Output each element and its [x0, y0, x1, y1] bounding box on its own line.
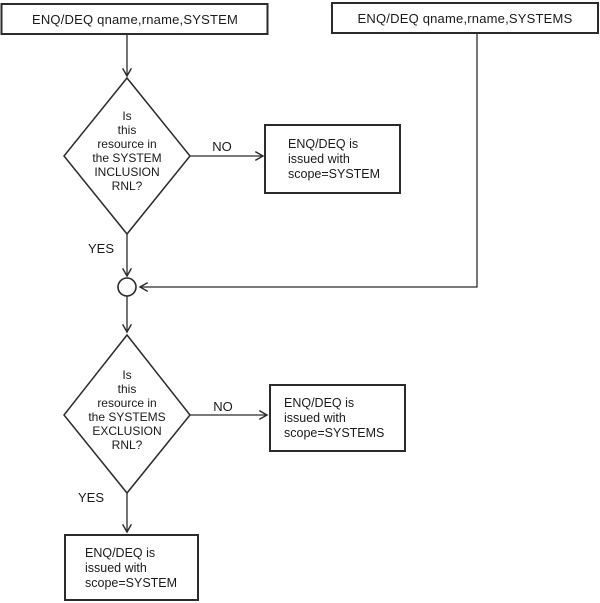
result-inclusion-no-box [264, 124, 401, 194]
decision-inclusion-diamond [63, 76, 191, 236]
inclusion-yes-label: YES [87, 241, 114, 256]
start-system-box [0, 3, 269, 35]
decision-inclusion-label: Is this resource in the SYSTEM INCLUSION… [92, 109, 162, 193]
result-exclusion-yes-box [64, 534, 199, 601]
result-exclusion-yes-label: ENQ/DEQ is issued with scope=SYSTEM [85, 546, 178, 590]
start-system-label: ENQ/DEQ qname,rname,SYSTEM [31, 11, 239, 27]
edge-start-systems-to-junction [138, 33, 478, 293]
exclusion-yes-label: YES [77, 490, 104, 505]
result-exclusion-no-box [269, 384, 406, 452]
result-inclusion-no-label: ENQ/DEQ is issued with scope=SYSTEM [288, 137, 381, 181]
junction-connector-circle [117, 277, 137, 297]
start-systems-box [331, 2, 599, 34]
exclusion-no-label: NO [213, 399, 233, 414]
start-systems-label: ENQ/DEQ qname,rname,SYSTEMS [357, 10, 573, 26]
decision-exclusion-label: Is this resource in the SYSTEMS EXCLUSIO… [88, 368, 166, 452]
result-exclusion-no-label: ENQ/DEQ is issued with scope=SYSTEMS [284, 396, 385, 440]
decision-exclusion-diamond [63, 333, 191, 495]
inclusion-no-label: NO [212, 139, 232, 154]
